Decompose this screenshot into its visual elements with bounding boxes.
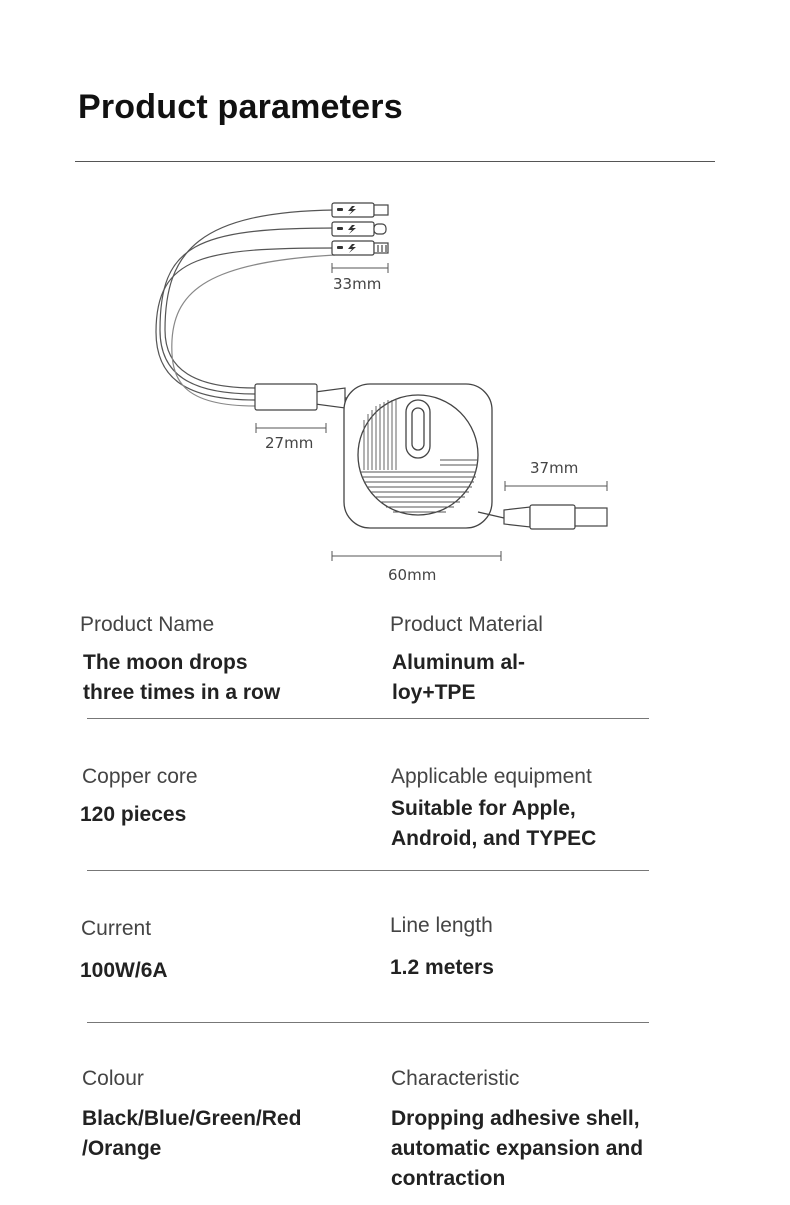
param-label: Line length <box>390 914 493 937</box>
param-value-line: 1.2 meters <box>390 956 494 979</box>
param-value: Dropping adhesive shell, automatic expan… <box>391 1104 711 1194</box>
param-colour: Colour Black/Blue/Green/Red /Orange <box>82 1066 382 1164</box>
param-product-material: Product Material Aluminum al- loy+TPE <box>390 612 690 708</box>
dim-usb-length: 37mm <box>530 459 578 477</box>
row-divider <box>87 870 649 871</box>
param-characteristic: Characteristic Dropping adhesive shell, … <box>391 1066 711 1194</box>
param-line-length: Line length 1.2 meters <box>390 913 690 983</box>
param-current: Current 100W/6A <box>80 916 381 986</box>
dim-body-width: 60mm <box>388 566 436 584</box>
row-divider <box>87 1022 649 1023</box>
param-value-line: Dropping adhesive shell, <box>391 1107 640 1130</box>
param-value: Suitable for Apple, Android, and TYPEC <box>391 794 691 854</box>
param-value-line: Android, and TYPEC <box>391 827 597 850</box>
param-value-line: The moon drops <box>83 651 248 674</box>
cable-diagram: 33mm 27mm <box>155 202 608 584</box>
param-value: 120 pieces <box>80 800 382 830</box>
row-divider <box>87 718 649 719</box>
param-value: Black/Blue/Green/Red /Orange <box>82 1104 382 1164</box>
param-applicable-equipment: Applicable equipment Suitable for Apple,… <box>391 764 691 854</box>
param-value-line: /Orange <box>82 1137 162 1160</box>
param-label: Copper core <box>82 765 198 788</box>
page-title: Product parameters <box>78 88 403 126</box>
param-value: Aluminum al- loy+TPE <box>392 648 690 708</box>
param-label: Characteristic <box>391 1067 520 1090</box>
param-value-line: 120 pieces <box>80 803 187 826</box>
param-product-name: Product Name The moon drops three times … <box>80 612 380 708</box>
param-value: 100W/6A <box>80 956 381 986</box>
param-value-line: loy+TPE <box>392 681 476 704</box>
param-label: Colour <box>82 1067 144 1090</box>
param-value-line: three times in a row <box>83 681 281 704</box>
title-divider <box>75 161 715 162</box>
param-value: 1.2 meters <box>390 953 690 983</box>
param-label: Applicable equipment <box>391 765 592 788</box>
dim-sleeve-length: 27mm <box>265 434 313 452</box>
param-value-line: Suitable for Apple, <box>391 797 576 820</box>
connector-heads <box>331 202 389 256</box>
param-value-line: 100W/6A <box>80 959 168 982</box>
param-value: The moon drops three times in a row <box>83 648 380 708</box>
param-copper-core: Copper core 120 pieces <box>80 764 382 830</box>
param-value-line: automatic expansion and <box>391 1137 644 1160</box>
param-label: Current <box>81 917 152 940</box>
param-value-line: Aluminum al- <box>392 651 526 674</box>
param-value-line: contraction <box>391 1167 506 1190</box>
dim-connector-length: 33mm <box>333 275 381 293</box>
param-label: Product Name <box>80 613 215 636</box>
param-label: Product Material <box>390 613 543 636</box>
param-value-line: Black/Blue/Green/Red <box>82 1107 302 1130</box>
